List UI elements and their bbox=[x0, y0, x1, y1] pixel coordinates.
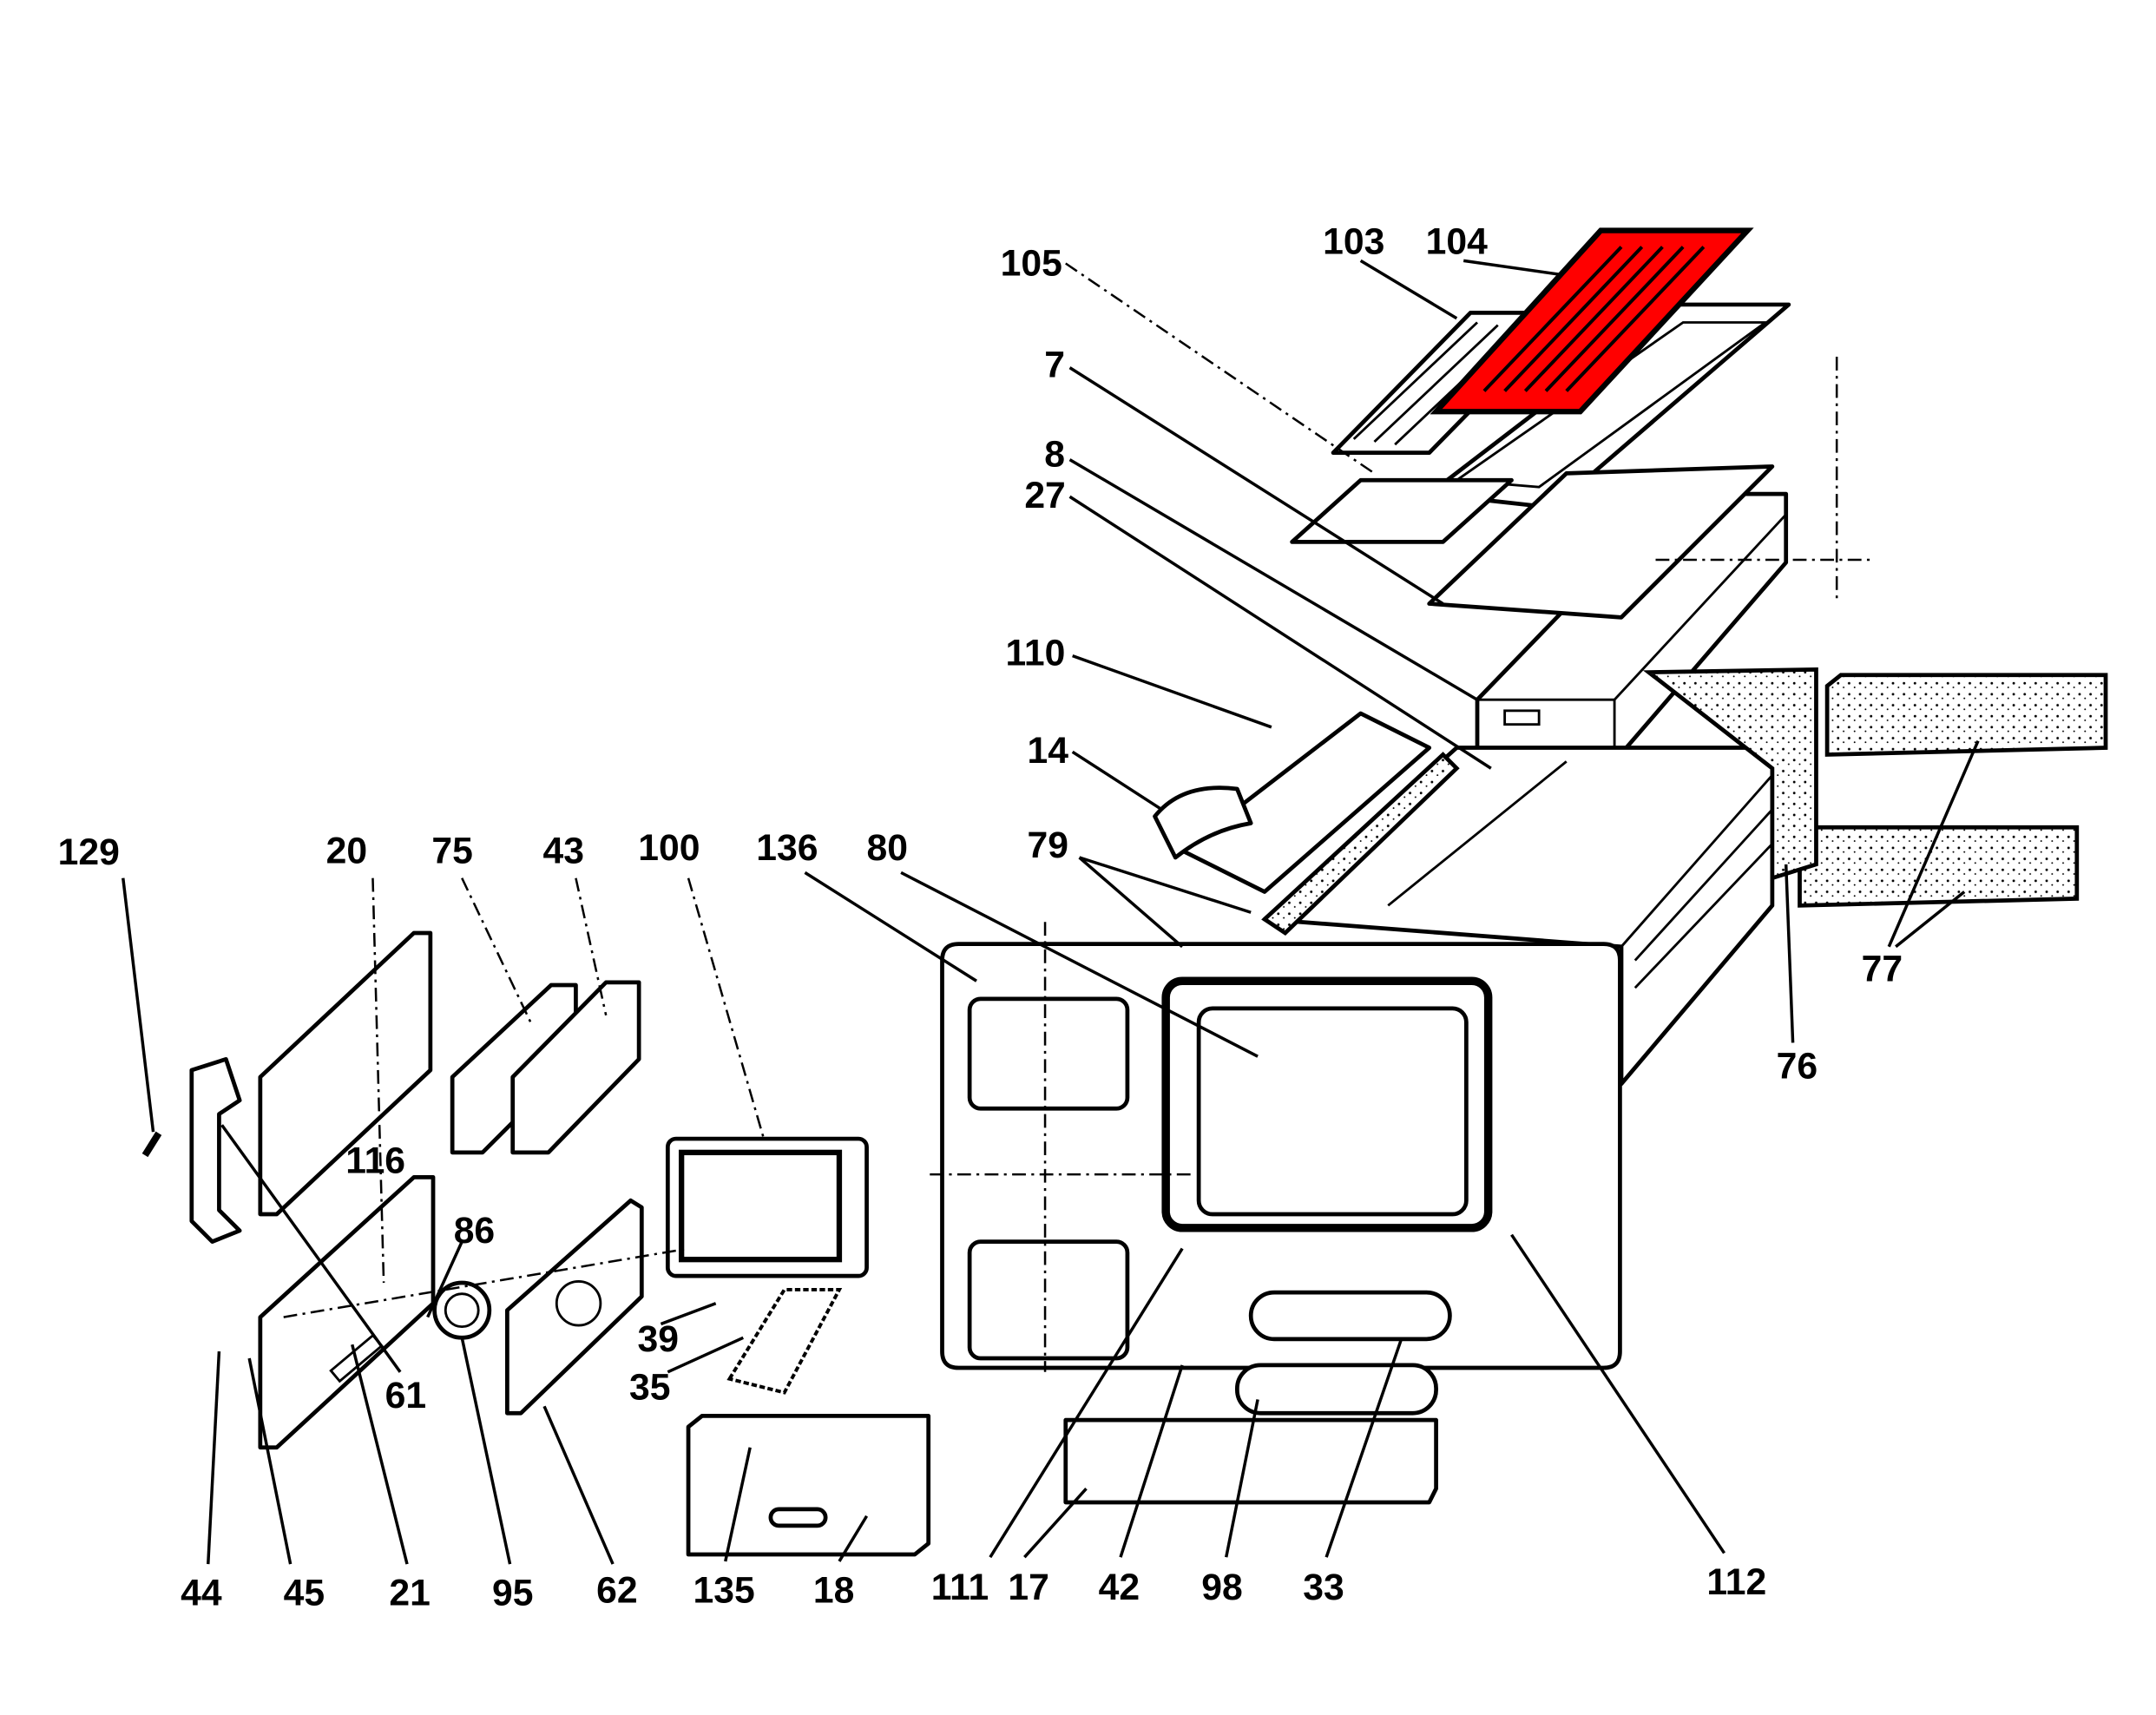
part-label-27[interactable]: 27 bbox=[1024, 475, 1065, 516]
part-label-62[interactable]: 62 bbox=[596, 1569, 637, 1611]
part-label-45[interactable]: 45 bbox=[284, 1573, 325, 1614]
leader-lines bbox=[122, 259, 1980, 1565]
part-label-100[interactable]: 100 bbox=[638, 827, 700, 869]
grill-plate-104-highlighted[interactable] bbox=[1430, 227, 1754, 415]
part-label-8[interactable]: 8 bbox=[1044, 433, 1065, 475]
part-label-61[interactable]: 61 bbox=[385, 1375, 426, 1416]
part-label-21[interactable]: 21 bbox=[389, 1573, 430, 1614]
part-label-105[interactable]: 105 bbox=[1001, 243, 1062, 285]
part-label-18[interactable]: 18 bbox=[813, 1569, 854, 1611]
insulation-block-77[interactable] bbox=[1642, 667, 2108, 908]
front-panel[interactable] bbox=[940, 942, 1622, 1370]
door-20[interactable] bbox=[258, 930, 433, 1217]
part-label-20[interactable]: 20 bbox=[326, 830, 367, 871]
part-label-112[interactable]: 112 bbox=[1706, 1561, 1766, 1603]
part-label-77[interactable]: 77 bbox=[1862, 948, 1903, 989]
part-label-42[interactable]: 42 bbox=[1099, 1567, 1140, 1608]
part-label-98[interactable]: 98 bbox=[1201, 1567, 1242, 1608]
part-label-111[interactable]: 111 bbox=[931, 1567, 989, 1608]
part-label-136[interactable]: 136 bbox=[756, 827, 818, 869]
part-label-44[interactable]: 44 bbox=[181, 1573, 222, 1614]
part-label-33[interactable]: 33 bbox=[1303, 1567, 1344, 1608]
part-labels: 105 103 104 7 8 27 110 14 79 129 20 75 4… bbox=[58, 220, 1903, 1613]
part-label-35[interactable]: 35 bbox=[629, 1366, 670, 1408]
brick-43[interactable] bbox=[510, 980, 641, 1155]
part-label-79[interactable]: 79 bbox=[1027, 825, 1068, 866]
part-label-135[interactable]: 135 bbox=[693, 1569, 755, 1611]
part-label-80[interactable]: 80 bbox=[867, 827, 908, 869]
part-label-129[interactable]: 129 bbox=[58, 831, 120, 873]
part-label-76[interactable]: 76 bbox=[1777, 1046, 1817, 1087]
part-label-7[interactable]: 7 bbox=[1044, 345, 1065, 386]
drawer-front-135[interactable] bbox=[686, 1414, 931, 1557]
flue-pipe-110[interactable] bbox=[1180, 711, 1432, 894]
part-label-104[interactable]: 104 bbox=[1426, 220, 1488, 262]
damper-95[interactable] bbox=[432, 1280, 492, 1340]
part-label-14[interactable]: 14 bbox=[1027, 730, 1068, 772]
bracket-7[interactable] bbox=[1427, 464, 1775, 620]
bolt-129[interactable] bbox=[141, 1131, 162, 1158]
door-frame-100[interactable] bbox=[665, 1136, 869, 1278]
part-label-75[interactable]: 75 bbox=[431, 830, 472, 871]
handle-14[interactable] bbox=[1153, 785, 1253, 860]
part-label-95[interactable]: 95 bbox=[492, 1573, 533, 1614]
part-label-110[interactable]: 110 bbox=[1006, 633, 1066, 674]
part-label-17[interactable]: 17 bbox=[1008, 1567, 1048, 1608]
gasket-35[interactable] bbox=[726, 1287, 843, 1395]
hinge-61[interactable] bbox=[189, 1057, 242, 1244]
part-label-86[interactable]: 86 bbox=[454, 1210, 495, 1252]
part-label-43[interactable]: 43 bbox=[542, 830, 583, 871]
part-label-103[interactable]: 103 bbox=[1323, 220, 1384, 262]
door-62[interactable] bbox=[505, 1198, 644, 1416]
part-label-39[interactable]: 39 bbox=[638, 1318, 679, 1360]
part-label-116[interactable]: 116 bbox=[345, 1140, 405, 1182]
